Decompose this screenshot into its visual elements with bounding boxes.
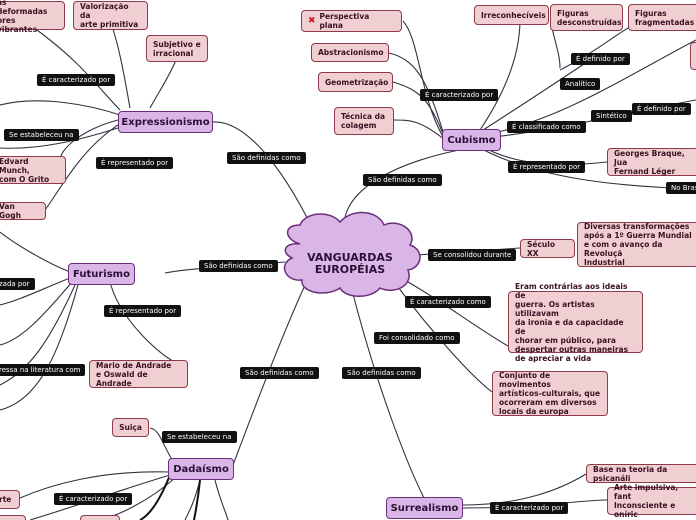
leaf-perspectiva-plana-text: Perspectiva plana [319, 12, 370, 30]
leaf-figuras-desconstruidas[interactable]: Figuras desconstruídas [550, 4, 623, 31]
label-futurismo-representado: É representado por [104, 305, 182, 317]
cross-icon: ✖ [308, 15, 316, 26]
branch-surrealismo[interactable]: Surrealismo [386, 497, 463, 519]
label-no-brasil: No Brasi [666, 182, 696, 194]
label-foi-consolidado-como: Foi consolidado como [374, 332, 460, 344]
leaf-cut-bottom-left[interactable] [0, 515, 26, 520]
leaf-diversas-transformacoes[interactable]: Diversas transformações após a 1º Guerra… [577, 222, 696, 267]
label-expressionismo-representado: É representado por [96, 157, 174, 169]
leaf-mario-oswald[interactable]: Mario de Andrade e Oswald de Andrade [89, 360, 188, 388]
central-topic[interactable]: VANGUARDAS EUROPÉIAS [307, 251, 393, 276]
label-sao-definidas-expressionismo: São definidas como [227, 152, 306, 164]
leaf-geometrizacao[interactable]: Geometrização [318, 72, 393, 92]
leaf-rte[interactable]: rte [0, 490, 20, 509]
branch-cubismo[interactable]: Cubismo [442, 129, 501, 151]
leaf-braque-leger[interactable]: Georges Braque, Jua Fernand Léger [607, 148, 696, 176]
leaf-conjunto-movimentos[interactable]: Conjunto de movimentos artísticos-cultur… [492, 371, 608, 416]
label-futurismo-literatura: ressa na literatura com [0, 364, 86, 376]
leaf-cut-right[interactable] [690, 42, 696, 70]
label-expressionismo-estabeleceu: Se estabeleceu na [4, 129, 79, 141]
leaf-van-gogh[interactable]: Van Gogh [0, 202, 46, 220]
label-surrealismo-caracterizado: É caracterizado por [490, 502, 569, 514]
leaf-perspectiva-plana[interactable]: ✖Perspectiva plana [301, 10, 402, 32]
central-cloud-shape [283, 211, 421, 297]
label-e-caracterizado-como: É caracterizado como [405, 296, 491, 308]
leaf-suica[interactable]: Suiça [112, 418, 149, 437]
leaf-formas-deformadas[interactable]: as deformadas ores vibrantes [0, 0, 65, 34]
label-sao-definidas-dadaismo: São definidas como [240, 367, 319, 379]
label-e-definido-por-right: É definido por [632, 103, 691, 115]
branch-futurismo[interactable]: Futurismo [68, 263, 135, 285]
leaf-irreconheciveis[interactable]: Irreconhecíveis [474, 5, 549, 25]
leaf-contrarias-ideais-guerra[interactable]: Eram contrárias aos ideais de guerra. Os… [508, 282, 643, 363]
label-cubismo-representado: É representado por [508, 161, 586, 173]
branch-expressionismo[interactable]: Expressionismo [118, 111, 213, 133]
label-e-definido-por-top: É definido por [571, 53, 630, 65]
leaf-arte-impulsiva[interactable]: Arte impulsiva, fant Inconsciente e onír… [607, 483, 696, 519]
leaf-tecnica-colagem[interactable]: Técnica da colagem [334, 107, 394, 135]
label-analitico: Analítico [560, 78, 601, 90]
leaf-seculo-xx[interactable]: Século XX [520, 239, 575, 258]
leaf-abstracionismo[interactable]: Abstracionismo [311, 43, 389, 62]
leaf-valorizacao-arte-primitiva[interactable]: Valorização da arte primitiva [73, 1, 148, 30]
leaf-cut-bottom-mid[interactable] [80, 515, 120, 520]
label-sintetico: Sintético [591, 110, 632, 122]
label-expressionismo-caracterizado: É caracterizado por [37, 74, 116, 86]
label-sao-definidas-surrealismo: São definidas como [342, 367, 421, 379]
label-dadaismo-caracterizado: É caracterizado por [54, 493, 133, 505]
label-sao-definidas-cubismo: São definidas como [363, 174, 442, 186]
leaf-figuras-fragmentadas[interactable]: Figuras fragmentadas [628, 4, 696, 31]
label-sao-definidas-futurismo: São definidas como [199, 260, 278, 272]
label-cubismo-caracterizado: É caracterizado por [420, 89, 499, 101]
label-dadaismo-estabeleceu: Se estabeleceu na [162, 431, 237, 443]
label-se-consolidou-durante: Se consolidou durante [428, 249, 517, 261]
label-e-classificado-como: É classificado como [507, 121, 586, 133]
branch-dadaismo[interactable]: Dadaísmo [168, 458, 234, 480]
leaf-edvard-munch[interactable]: Edvard Munch, com O Grito [0, 156, 66, 184]
leaf-subjetivo-irracional[interactable]: Subjetivo e irracional [146, 35, 208, 62]
label-futurismo-zada-por: zada por [0, 278, 35, 290]
leaf-psicanalise[interactable]: Base na teoria da psicanáli [586, 464, 696, 483]
